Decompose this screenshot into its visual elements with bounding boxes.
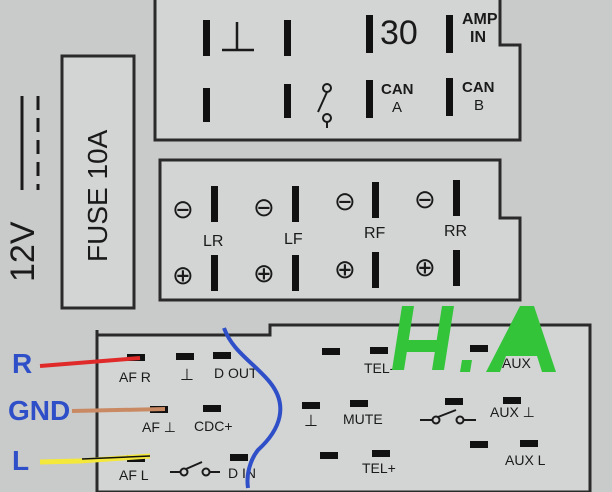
dc-symbol-icon — [20, 96, 40, 190]
af-ground-label: AF ⊥ — [142, 419, 176, 435]
pin-slot — [127, 455, 145, 462]
pin-slot — [470, 441, 488, 448]
pin-slot — [446, 78, 453, 116]
channel-label-rr: RR — [444, 223, 468, 240]
af-l-label: AF L — [119, 467, 149, 483]
fuse-box-outline — [60, 54, 136, 310]
aux-r-label: AUX — [502, 355, 531, 371]
pin-slot — [350, 400, 368, 407]
gnd-annotation: GND — [8, 395, 71, 426]
pin-slot — [230, 454, 248, 461]
pin-slot — [302, 402, 320, 409]
pin-slot — [150, 406, 168, 413]
pin-slot — [520, 440, 538, 447]
pin-slot — [203, 405, 221, 412]
pin-slot — [453, 250, 460, 286]
mute-label: MUTE — [343, 411, 383, 427]
d-out-label: D OUT — [214, 365, 258, 381]
minus-icon: ⊖ — [414, 184, 436, 214]
pin-slot — [203, 20, 210, 56]
pin-slot — [322, 348, 340, 355]
pin-slot — [211, 255, 218, 291]
pin-slot — [372, 450, 390, 457]
can-a-label: CAN — [381, 81, 414, 98]
pin-slot — [503, 397, 521, 404]
pin-slot — [284, 20, 291, 56]
pin-slot — [292, 186, 299, 222]
pin-slot — [320, 452, 338, 459]
top-block-outline — [153, 0, 522, 142]
pin-slot — [211, 186, 218, 222]
amp-in-label: AMP — [462, 11, 498, 28]
tel-minus-label: TEL- — [364, 360, 395, 376]
ground-label: ⊥ — [180, 367, 194, 384]
minus-icon: ⊖ — [172, 194, 194, 224]
pin-slot — [127, 354, 145, 361]
pin-slot — [366, 80, 373, 118]
r-annotation: R — [12, 348, 33, 379]
pin-slot — [372, 252, 379, 288]
pin-slot — [470, 345, 488, 352]
l-annotation: L — [12, 445, 30, 476]
pin-slot — [446, 15, 453, 53]
channel-label-lr: LR — [203, 233, 224, 250]
voltage-label: 12V — [4, 221, 42, 283]
pin-slot — [453, 180, 460, 216]
pin-slot — [213, 352, 231, 359]
minus-icon: ⊖ — [253, 192, 275, 222]
af-r-label: AF R — [119, 369, 151, 385]
ground-label: ⊥ — [304, 413, 318, 430]
cdc-plus-label: CDC+ — [194, 418, 233, 434]
d-in-label: D IN — [228, 465, 256, 481]
fuse-label: FUSE 10A — [82, 129, 113, 262]
pin-slot — [370, 347, 388, 354]
can-b-label-line2: B — [474, 97, 485, 114]
speaker-block-outline — [158, 158, 522, 302]
channel-label-lf: LF — [284, 231, 303, 248]
aux-ground-label: AUX ⊥ — [490, 404, 535, 420]
can-a-label-line2: A — [392, 99, 403, 116]
pin-slot — [372, 182, 379, 218]
pin-slot — [292, 255, 299, 291]
plus-icon: ⊕ — [172, 260, 194, 290]
pin-slot — [284, 84, 291, 118]
pin-slot — [445, 398, 463, 405]
pin-slot — [366, 15, 373, 53]
pin-30-label: 30 — [380, 14, 418, 52]
aux-l-label: AUX L — [505, 452, 546, 468]
channel-label-rf: RF — [364, 225, 386, 242]
can-b-label: CAN — [462, 79, 495, 96]
pin-slot — [203, 88, 210, 122]
minus-icon: ⊖ — [334, 186, 356, 216]
amp-in-label-line2: IN — [470, 29, 486, 46]
plus-icon: ⊕ — [253, 258, 275, 288]
pin-slot — [176, 353, 194, 360]
tel-plus-label: TEL+ — [362, 460, 396, 476]
plus-icon: ⊕ — [414, 252, 436, 282]
plus-icon: ⊕ — [334, 254, 356, 284]
